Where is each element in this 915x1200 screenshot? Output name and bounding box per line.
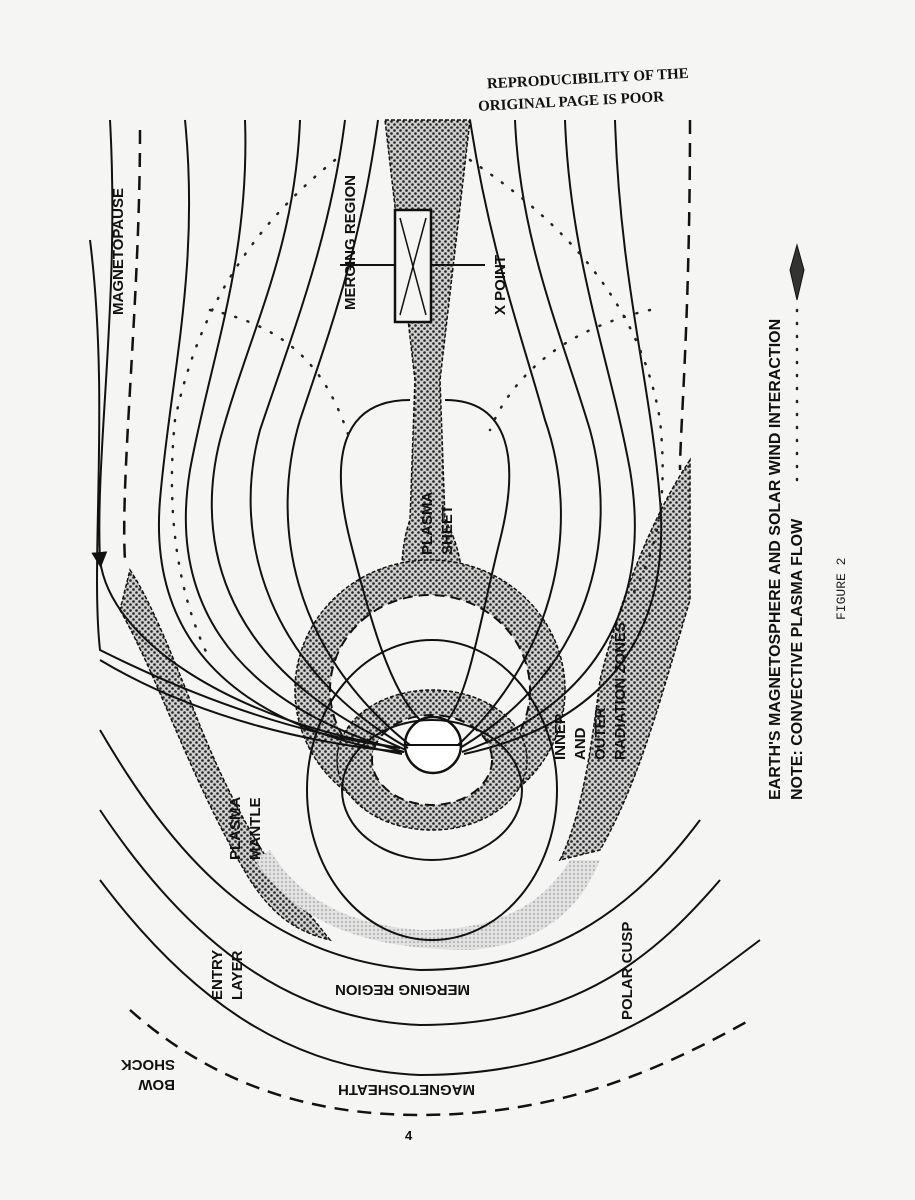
merging-region-bottom-label: MERGING REGION [335,981,470,998]
caption-title: EARTH'S MAGNETOSPHERE AND SOLAR WIND INT… [767,319,784,800]
bow-shock-label: BOWSHOCK [121,1056,175,1093]
magnetopause-label: MAGNETOPAUSE [110,188,127,315]
magnetosheath-label: MAGNETOSHEATH [338,1081,475,1098]
plasma-flow-dots [170,158,337,662]
polar-cusp-region [558,457,691,862]
magnetopause-line [122,129,142,561]
field-lines [89,119,761,1117]
caption-note: NOTE: CONVECTIVE PLASMA FLOW [789,518,806,800]
polar-cusp-label: POLAR CUSP [619,922,636,1020]
svg-text:ORIGINAL PAGE IS POOR: ORIGINAL PAGE IS POOR [478,89,665,115]
figure-label: FIGURE 2 [834,558,849,620]
x-point-label: X POINT [492,255,509,315]
plasma-mantle-region [119,568,332,942]
svg-text:REPRODUCIBILITY OF THE: REPRODUCIBILITY OF THE [487,66,690,93]
flow-arrow-icon [789,243,805,301]
merging-region-top-label: MERGING REGION [342,175,359,310]
entry-layer-region [255,850,600,950]
reproducibility-note: REPRODUCIBILITY OF THE ORIGINAL PAGE IS … [478,66,690,115]
page-number: 4 [405,1128,413,1143]
